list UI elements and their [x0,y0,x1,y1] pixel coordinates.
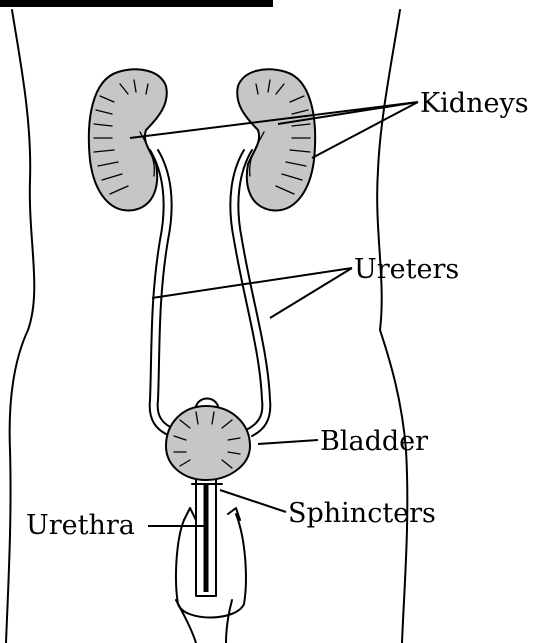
label-sphincters: Sphincters [288,498,436,529]
bladder-leader [258,440,318,444]
top-bar [0,0,273,7]
bladder [166,399,250,481]
right-kidney [237,69,315,210]
label-kidneys: Kidneys [420,88,529,119]
urethra [176,480,246,618]
label-bladder: Bladder [320,426,428,457]
sphincters-leader [220,490,286,512]
label-urethra: Urethra [26,510,135,541]
left-kidney [89,69,167,210]
label-ureters: Ureters [354,254,459,285]
